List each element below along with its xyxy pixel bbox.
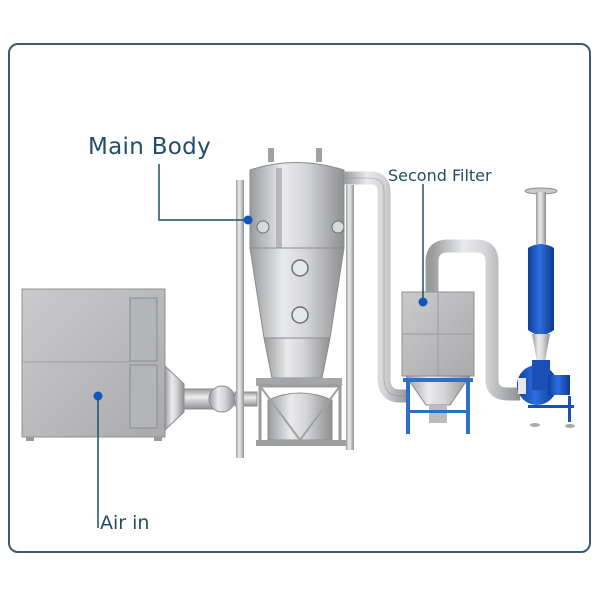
second-filter-unit (401, 291, 475, 434)
callout-main-body (158, 164, 253, 225)
exhaust-duct (344, 171, 520, 403)
air-in-label: Air in (100, 512, 150, 534)
air-handling-unit (21, 288, 258, 441)
main-body-tower (236, 148, 354, 458)
callout-second-filter (418, 184, 428, 307)
exhaust-fan-unit (517, 187, 575, 428)
callout-air-in (93, 391, 103, 528)
second-filter-label: Second Filter (388, 166, 492, 185)
main-body-label: Main Body (88, 134, 211, 160)
